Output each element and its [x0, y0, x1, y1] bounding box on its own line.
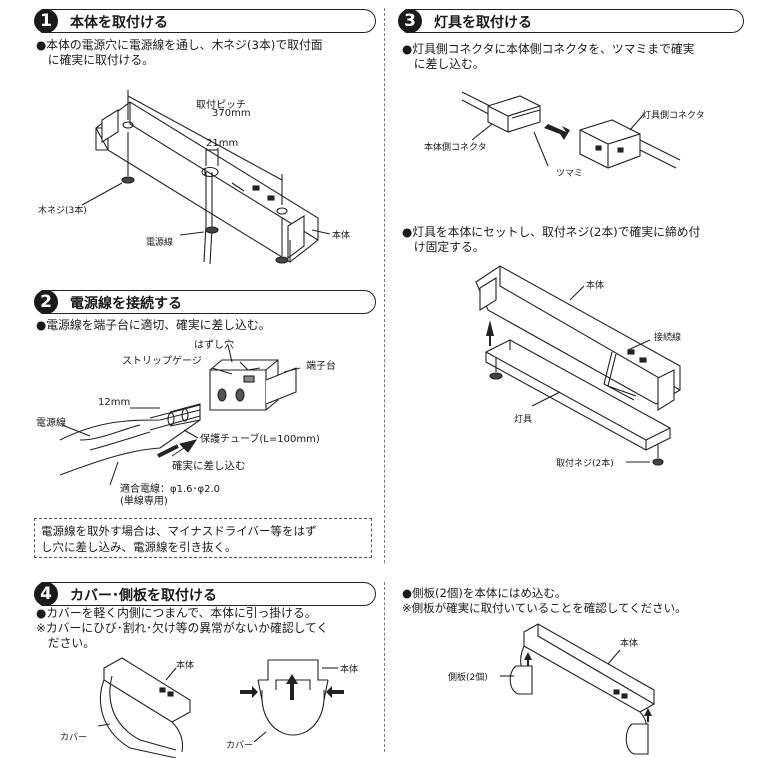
step4-text: ●カバーを軽く内側につまんで、本体に引っ掛ける。 ※カバーにひび･割れ･欠け等の… [36, 606, 329, 650]
step3-text2: ●灯具を本体にセットし、取付ネジ(2本)で確実に締め付 け固定する。 [402, 225, 701, 254]
step2-title: 電源線を接続する [70, 296, 182, 312]
step2-spec-label: 適合電線：φ1.6･φ2.0 [120, 484, 220, 495]
step3-lamp-label: 灯具 [514, 415, 533, 425]
step1-number: 1 [34, 9, 58, 33]
step5-body-label: 本体 [620, 639, 639, 649]
step2-note-box: 電源線を取外す場合は、マイナスドライバー等をはず し穴に差し込み、電源線を引き抜… [34, 518, 372, 558]
step4-cover-label-a: カバー [60, 733, 88, 743]
step2-text: ●電源線を端子台に適切、確実に差し込む。 [36, 318, 271, 332]
step3-screw-label: 取付ネジ(2本) [556, 459, 614, 469]
step3-lamp-illustration [475, 265, 681, 466]
step2-spec2-label: (単線専用) [120, 496, 168, 507]
step3-conn-wire-label: 接続線 [654, 333, 682, 343]
step3-body-label: 本体 [586, 281, 605, 291]
step2-header: 2 電源線を接続する [34, 290, 376, 314]
step1-pitch-label: 取付ピッチ [196, 100, 246, 111]
column-divider-bottom [384, 582, 385, 752]
step2-terminal-label: 端子台 [306, 361, 336, 372]
step2-release-hole-label: はずし穴 [194, 340, 234, 351]
step2-illustration [59, 344, 301, 486]
step1-wire-label: 電源線 [146, 238, 174, 248]
step5-text: ●側板(2個)を本体にはめ込む。 ※側板が確実に取付いていることを確認してくださ… [402, 586, 687, 615]
step4-cover-illustration [97, 657, 344, 758]
step3-knob-label: ツマミ [556, 169, 584, 179]
step4-body-label-a: 本体 [176, 661, 195, 671]
step2-number: 2 [34, 290, 58, 314]
step5-side-label: 側板(2個) [448, 673, 488, 683]
step3-text: ●灯具側コネクタに本体側コネクタを、ツマミまで確実 に差し込む。 [402, 42, 695, 71]
step2-strip-gauge-label: ストリップゲージ [122, 356, 202, 367]
column-divider-top [384, 8, 385, 563]
step1-text: ●本体の電源穴に電源線を通し、木ネジ(3本)で取付面 に確実に取付ける。 [36, 38, 323, 67]
step1-title: 本体を取付ける [70, 15, 168, 31]
step1-screw-label: 木ネジ(3本) [38, 206, 87, 216]
step4-number: 4 [34, 582, 58, 606]
step4-title: カバー･側板を取付ける [70, 588, 217, 604]
step2-wire-label: 電源線 [36, 418, 66, 429]
step1-pitch-value: 370mm [212, 108, 251, 119]
step1-body-label: 本体 [332, 231, 351, 241]
step4-cover-label-b: カバー [226, 741, 254, 751]
step3-header: 3 灯具を取付ける [398, 9, 744, 33]
step2-insert-label: 確実に差し込む [172, 460, 246, 472]
step3-lamp-conn-label: 灯具側コネクタ [642, 111, 705, 121]
step3-number: 3 [398, 9, 422, 33]
step2-tube-label: 保護チューブ(L=100mm) [200, 434, 320, 445]
step3-title: 灯具を取付ける [434, 15, 532, 31]
step1-illustration [81, 90, 331, 265]
step1-hole-label: 21mm [206, 138, 239, 149]
step1-header: 1 本体を取付ける [34, 9, 376, 33]
step2-length-label: 12mm [98, 397, 131, 408]
step3-connector-illustration [461, 91, 681, 169]
step4-body-label-b: 本体 [340, 665, 359, 675]
step3-body-conn-label: 本体側コネクタ [424, 143, 487, 153]
step4-header: 4 カバー･側板を取付ける [34, 582, 376, 606]
